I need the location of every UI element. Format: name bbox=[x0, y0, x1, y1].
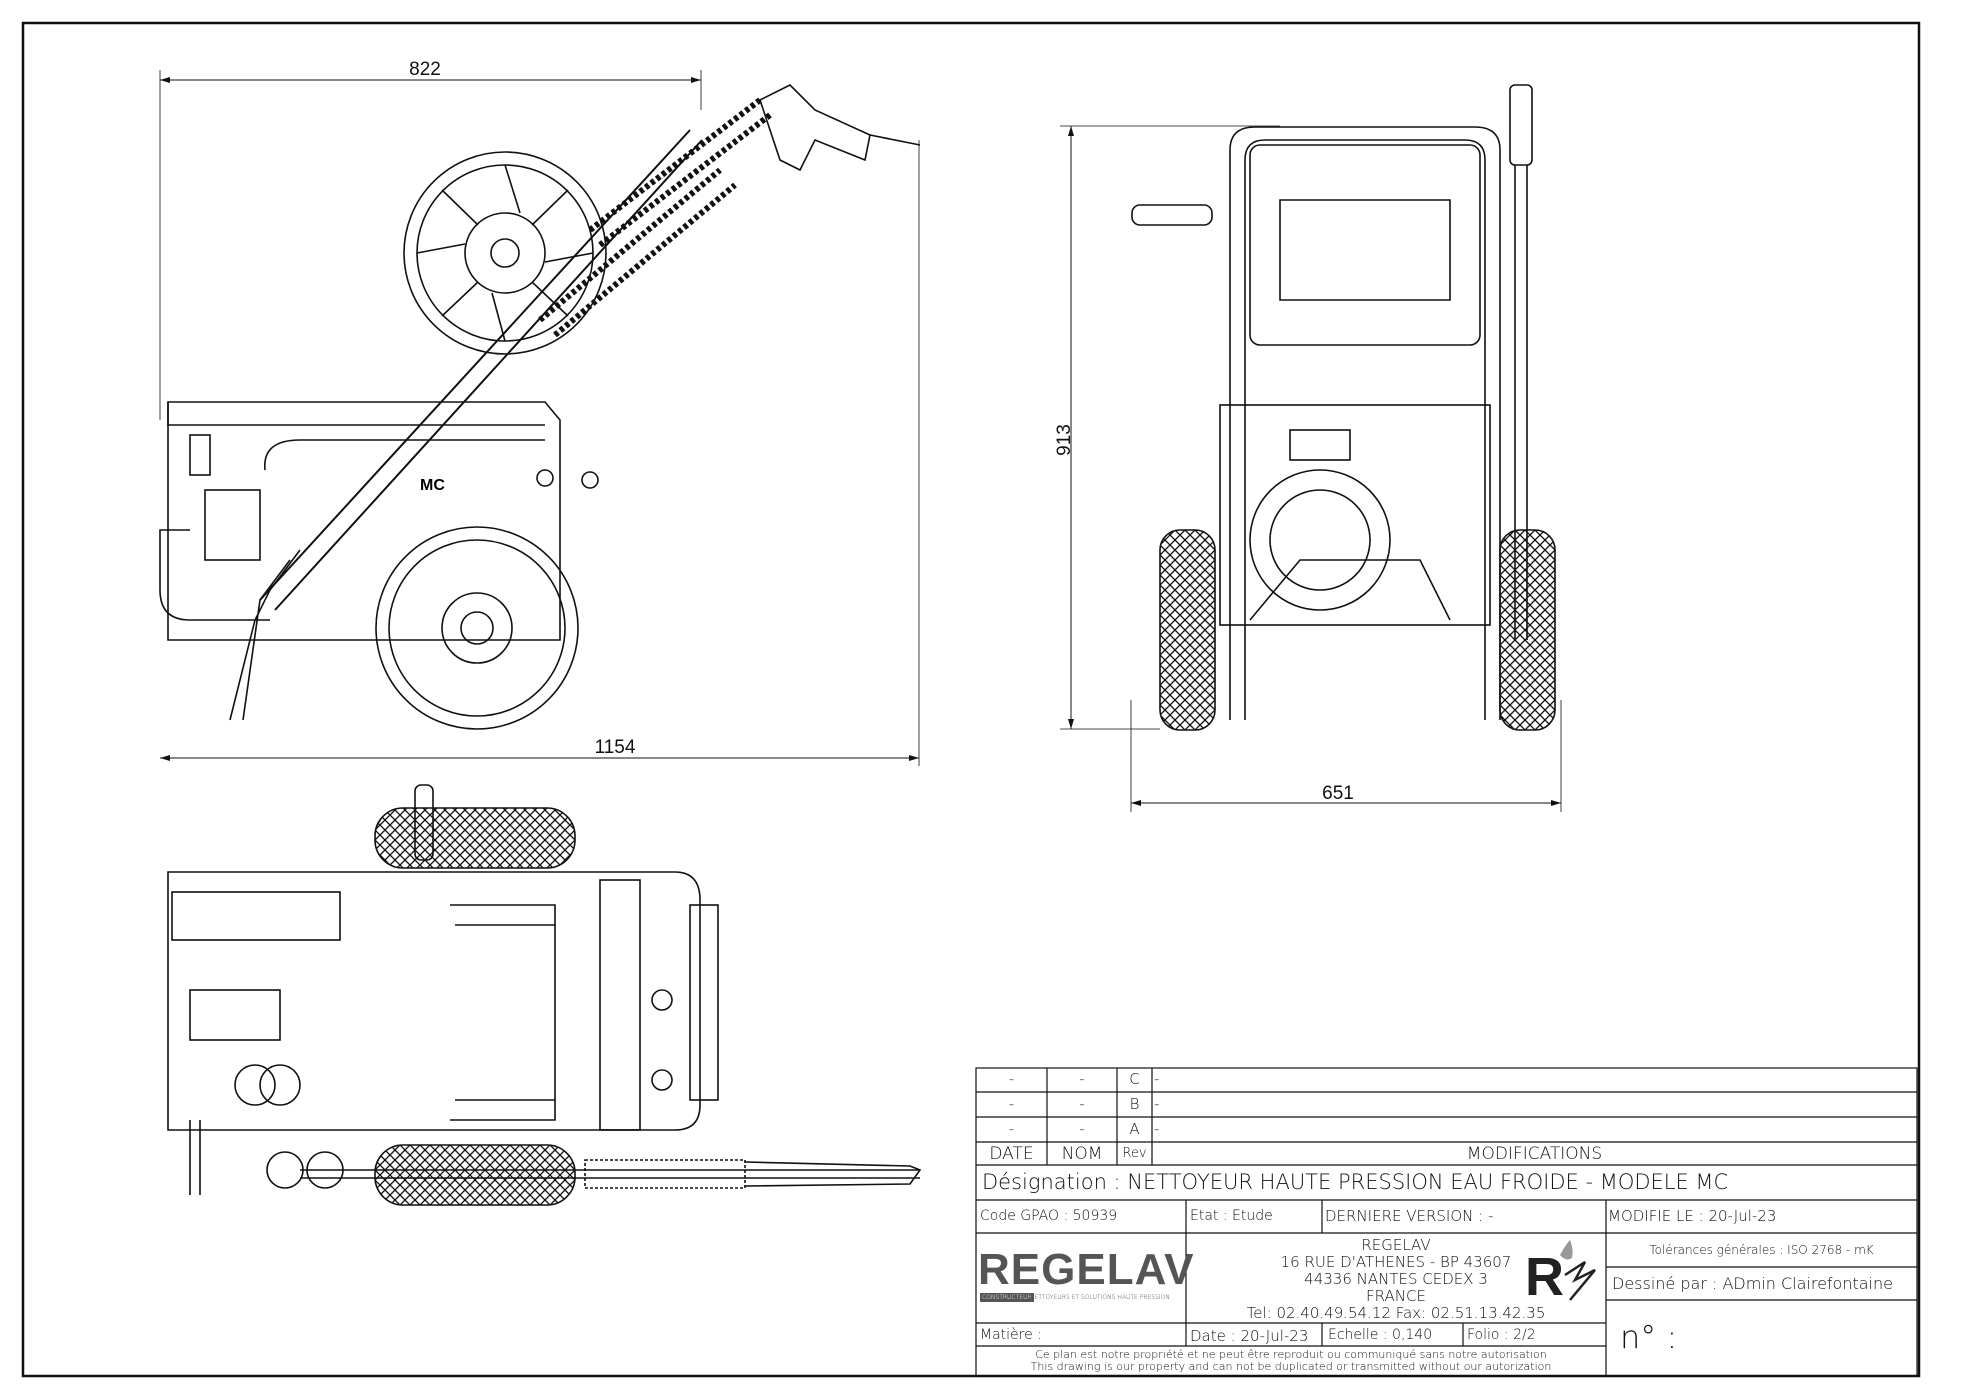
rev-a-letter: A bbox=[1129, 1120, 1140, 1138]
rev-b-modification: - bbox=[1154, 1095, 1160, 1113]
rev-a-nom: - bbox=[1079, 1120, 1085, 1138]
echelle: Echelle : 0,140 bbox=[1328, 1327, 1433, 1343]
side-view bbox=[159, 70, 921, 766]
drawn-by: Dessiné par : ADmin Clairefontaine bbox=[1612, 1274, 1893, 1293]
notice-fr: Ce plan est notre propriété et ne peut ê… bbox=[1035, 1348, 1547, 1361]
drawing-date: Date : 20-Jul-23 bbox=[1190, 1327, 1309, 1345]
designation: Désignation : NETTOYEUR HAUTE PRESSION E… bbox=[982, 1170, 1729, 1194]
rev-b-letter: B bbox=[1129, 1095, 1140, 1113]
title-block-grid bbox=[975, 1067, 1918, 1377]
front-view bbox=[1060, 84, 1562, 812]
svg-text:R: R bbox=[1525, 1247, 1564, 1307]
regelav-r-logo: R bbox=[1525, 1240, 1596, 1307]
dimension-651: 651 bbox=[1322, 783, 1354, 804]
logo-tag: CONSTRUCTEUR bbox=[980, 1293, 1034, 1302]
rev-c-nom: - bbox=[1079, 1070, 1085, 1088]
logo-text: REGELAV bbox=[978, 1245, 1195, 1294]
matiere: Matière : bbox=[980, 1327, 1042, 1343]
rev-b-date: - bbox=[1008, 1095, 1015, 1113]
rev-c-modification: - bbox=[1154, 1070, 1160, 1088]
rev-a-date: - bbox=[1008, 1120, 1015, 1138]
header-date: DATE bbox=[989, 1144, 1034, 1164]
header-nom: NOM bbox=[1061, 1144, 1103, 1164]
dimension-913: 913 bbox=[1054, 424, 1075, 456]
folio: Folio : 2/2 bbox=[1467, 1327, 1536, 1343]
top-view bbox=[167, 784, 922, 1206]
company-name: REGELAV bbox=[1361, 1236, 1431, 1254]
tolerances: Tolérances générales : ISO 2768 - mK bbox=[1649, 1243, 1874, 1257]
derniere-version: DERNIERE VERSION : - bbox=[1325, 1207, 1494, 1225]
logo-sub: NETTOYEURS ET SOLUTIONS HAUTE PRESSION bbox=[1030, 1294, 1170, 1301]
header-rev: Rev bbox=[1122, 1146, 1147, 1161]
rev-a-modification: - bbox=[1154, 1120, 1160, 1138]
rev-c-date: - bbox=[1008, 1070, 1015, 1088]
ownership-notice: Ce plan est notre propriété et ne peut ê… bbox=[976, 1349, 1606, 1373]
company-phone: Tel: 02.40.49.54.12 Fax: 02.51.13.42.35 bbox=[1246, 1304, 1546, 1322]
dimension-1154: 1154 bbox=[595, 737, 636, 758]
side-label-mc: MC bbox=[420, 477, 445, 494]
rev-b-nom: - bbox=[1079, 1095, 1085, 1113]
header-modifications: MODIFICATIONS bbox=[1466, 1144, 1603, 1164]
company-address: REGELAV 16 RUE D'ATHENES - BP 43607 4433… bbox=[1186, 1237, 1606, 1322]
dimension-822: 822 bbox=[409, 59, 441, 80]
company-city: 44336 NANTES CEDEX 3 bbox=[1304, 1270, 1488, 1288]
notice-en: This drawing is our property and can not… bbox=[1030, 1360, 1552, 1373]
company-street: 16 RUE D'ATHENES - BP 43607 bbox=[1280, 1253, 1512, 1271]
sheet-border bbox=[21, 21, 1921, 1378]
modifie-le: MODIFIE LE : 20-Jul-23 bbox=[1608, 1207, 1777, 1225]
number-label: n° : bbox=[1620, 1318, 1678, 1356]
company-country: FRANCE bbox=[1366, 1287, 1426, 1305]
etat: Etat : Etude bbox=[1190, 1208, 1273, 1224]
code-gpao: Code GPAO : 50939 bbox=[980, 1208, 1118, 1224]
rev-c-letter: C bbox=[1129, 1070, 1140, 1088]
